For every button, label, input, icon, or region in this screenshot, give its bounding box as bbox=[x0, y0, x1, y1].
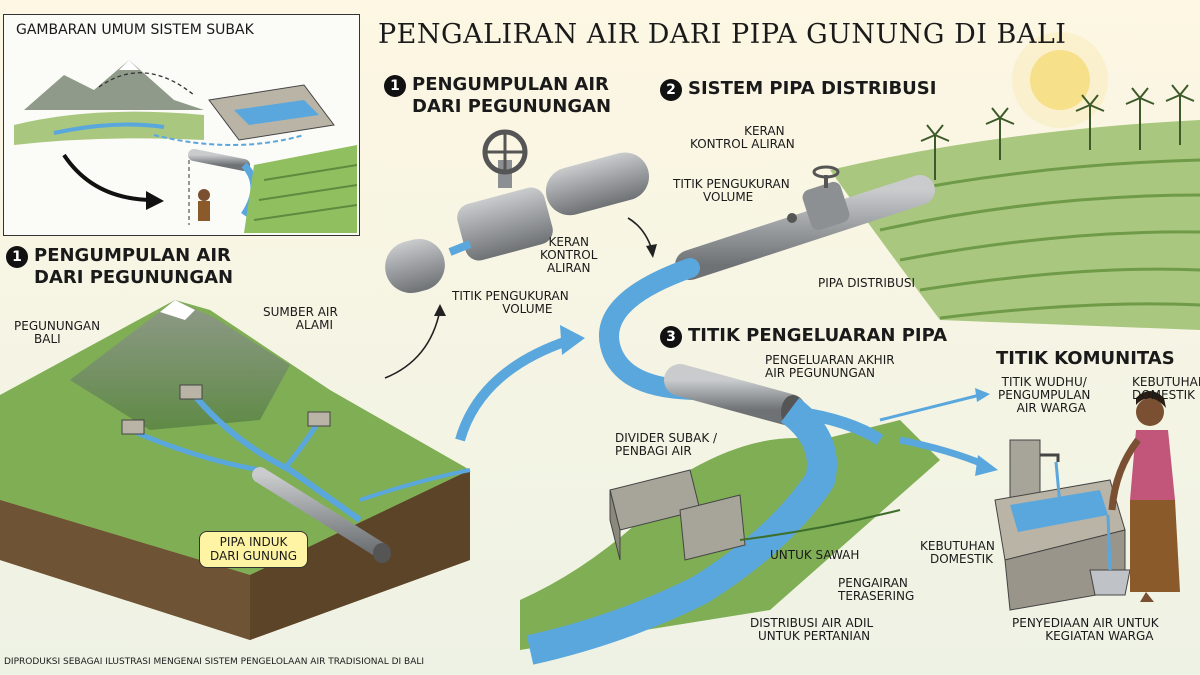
divider-label: DIVIDER SUBAK /PENBAGI AIR bbox=[615, 431, 718, 459]
section2-pipa-label: PIPA DISTRIBUSI bbox=[818, 276, 916, 290]
page-title: PENGALIRAN AIR DARI PIPA GUNUNG DI BALI bbox=[378, 19, 1067, 50]
section1-heading: 1 PENGUMPULAN AIR DARI PEGUNUNGAN bbox=[6, 246, 233, 288]
community-fountain bbox=[994, 439, 1131, 611]
water-flow-arrow bbox=[455, 335, 572, 442]
overview-inset: GAMBARAN UMUM SISTEM SUBAK bbox=[3, 14, 360, 236]
section1-heading-line2: DARI PEGUNUNGAN bbox=[34, 267, 234, 288]
rice-terraces bbox=[830, 120, 1200, 330]
step-badge: 2 bbox=[660, 79, 682, 101]
villager-figure bbox=[1108, 391, 1180, 602]
valve-detail-heading: 1 PENGUMPULAN AIR DARI PEGUNUNGAN bbox=[384, 75, 611, 117]
community-heading: TITIK KOMUNITAS bbox=[996, 348, 1175, 369]
water-channel bbox=[520, 398, 940, 665]
step-badge: 1 bbox=[6, 246, 28, 268]
section3-heading: 3 TITIK PENGELUARAN PIPA bbox=[660, 326, 947, 348]
footer-caption: DIPRODUKSI SEBAGAI ILUSTRASI MENGENAI SI… bbox=[4, 657, 425, 667]
section2-heading-text: SISTEM PIPA DISTRIBUSI bbox=[688, 78, 937, 99]
palm-trees bbox=[920, 84, 1195, 180]
mountain-block bbox=[0, 300, 471, 640]
step-badge: 1 bbox=[384, 75, 406, 97]
section3-heading-text: TITIK PENGELUARAN PIPA bbox=[688, 325, 948, 346]
valve-heading-line2: DARI PEGUNUNGAN bbox=[412, 96, 612, 117]
section2-heading: 2 SISTEM PIPA DISTRIBUSI bbox=[660, 79, 936, 101]
sun-icon bbox=[1030, 50, 1090, 110]
sawah-label: UNTUK SAWAH bbox=[770, 548, 860, 562]
flow-arrow bbox=[384, 309, 441, 379]
inset-title: GAMBARAN UMUM SISTEM SUBAK bbox=[16, 22, 254, 38]
step-badge: 3 bbox=[660, 326, 682, 348]
valve-detail bbox=[385, 129, 650, 294]
section1-heading-line1: PENGUMPULAN AIR bbox=[34, 245, 231, 266]
overview-illustration bbox=[14, 60, 357, 233]
valve-heading-line1: PENGUMPULAN AIR bbox=[412, 74, 609, 95]
